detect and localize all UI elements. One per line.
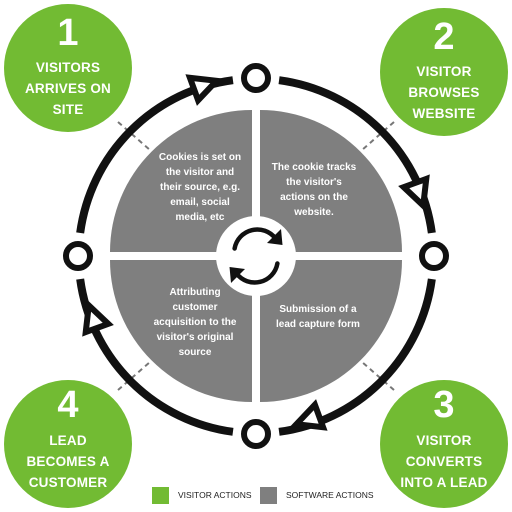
node-left bbox=[63, 241, 93, 271]
node-bottom bbox=[241, 419, 271, 449]
node-right bbox=[419, 241, 449, 271]
quadrant-software-cookie-tracks bbox=[260, 110, 402, 252]
arrow-top-right bbox=[398, 174, 430, 212]
arrow-bottom-left bbox=[82, 299, 114, 337]
refresh-cycle-icon bbox=[229, 227, 283, 285]
legend-swatch-visitor bbox=[152, 487, 169, 504]
quadrant-label-lead-form: Submission of a lead capture form bbox=[276, 304, 360, 330]
connector-step-1 bbox=[117, 121, 151, 151]
connector-step-3 bbox=[361, 361, 395, 391]
step-1-circle bbox=[4, 4, 132, 132]
quadrant-label-attribution: Attributing customer acquisition to the … bbox=[153, 287, 237, 358]
node-top bbox=[241, 63, 271, 93]
legend-label-software: SOFTWARE ACTIONS bbox=[286, 490, 374, 500]
step-4-number: 4 bbox=[57, 384, 79, 426]
flow-arrows bbox=[82, 74, 430, 431]
quadrant-label-cookie-set: Cookies is set on the visitor and their … bbox=[158, 152, 242, 223]
step-3-label: VISITOR CONVERTS INTO A LEAD bbox=[400, 433, 488, 490]
legend-item-visitor: VISITOR ACTIONS bbox=[172, 486, 252, 504]
connector-step-2 bbox=[361, 121, 395, 151]
quadrant-label-cookie-tracks: The cookie tracks the visitor's actions … bbox=[271, 162, 357, 218]
step-2-label: VISITOR BROWSES WEBSITE bbox=[408, 64, 480, 121]
step-1-number: 1 bbox=[57, 12, 79, 54]
legend-item-software: SOFTWARE ACTIONS bbox=[280, 486, 374, 504]
quadrant-software-lead-form bbox=[260, 260, 402, 402]
legend-label-visitor: VISITOR ACTIONS bbox=[178, 490, 252, 500]
ring-nodes bbox=[63, 63, 449, 449]
connector-step-4 bbox=[117, 361, 151, 391]
step-3-circle bbox=[380, 380, 508, 508]
quadrant-software-cookie-set bbox=[110, 110, 252, 252]
step-1-label: VISITORS ARRIVES ON SITE bbox=[24, 60, 111, 117]
legend-swatch-software bbox=[260, 487, 277, 504]
step-4-circle bbox=[4, 380, 132, 508]
step-3-number: 3 bbox=[433, 384, 455, 426]
step-2-circle bbox=[380, 8, 508, 136]
connector-lines bbox=[117, 121, 395, 391]
step-4-label: LEAD BECOMES A CUSTOMER bbox=[26, 433, 110, 490]
arrow-top-left bbox=[185, 74, 223, 106]
arrow-bottom-right bbox=[290, 399, 328, 431]
step-2-number: 2 bbox=[433, 16, 455, 58]
quadrant-software-attribution bbox=[110, 260, 252, 402]
